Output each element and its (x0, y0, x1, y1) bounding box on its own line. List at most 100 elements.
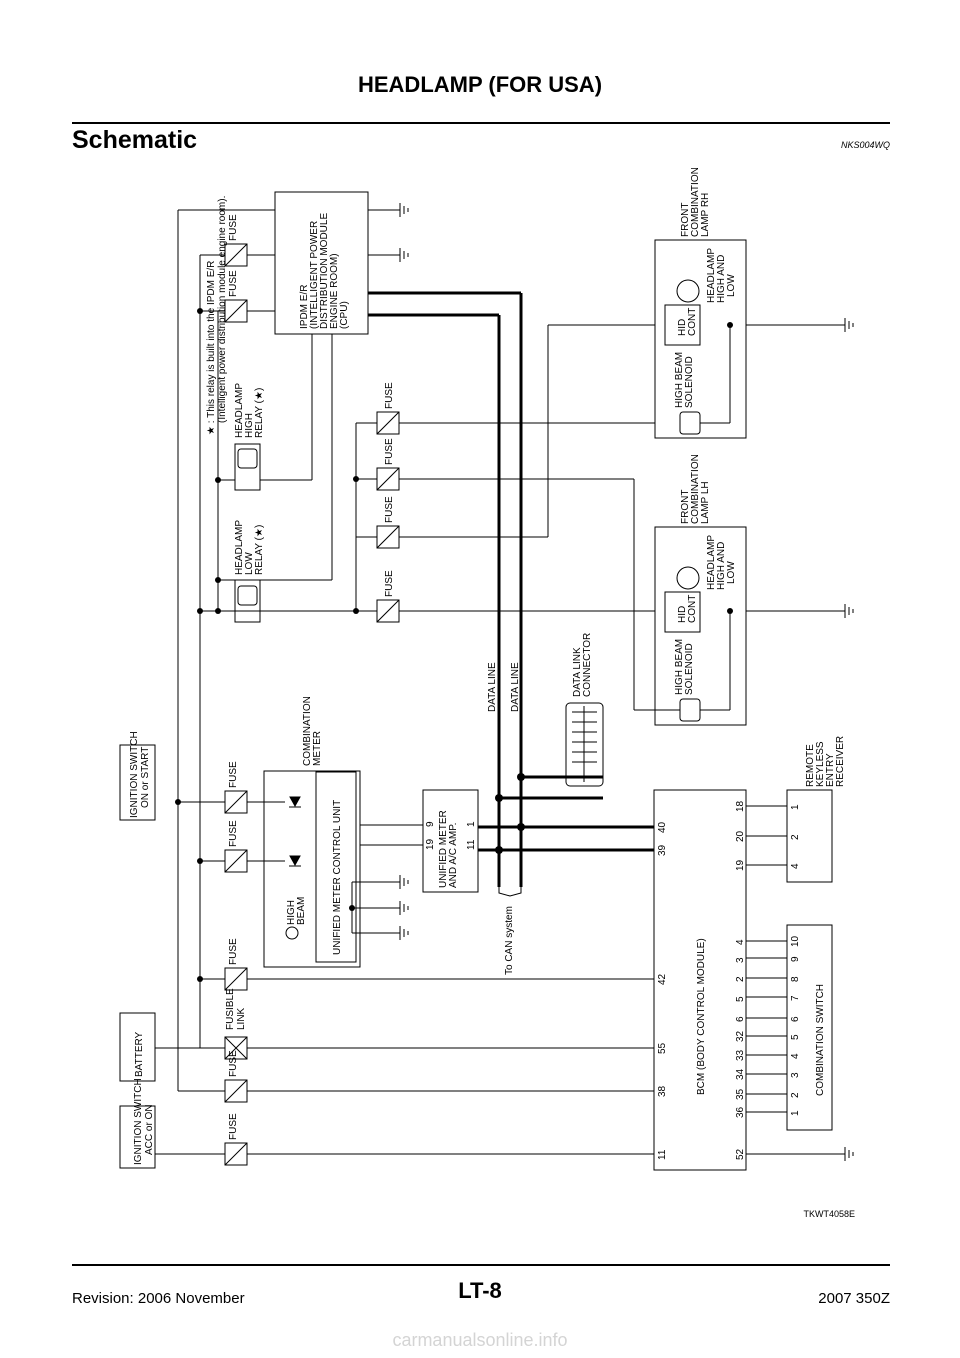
fuse-label: FUSE (384, 382, 395, 409)
svg-text:CONT: CONT (687, 595, 698, 623)
fuse-label: FUSE (228, 761, 239, 788)
svg-text:10: 10 (790, 935, 801, 947)
lamp-components (237, 279, 701, 940)
svg-text:11: 11 (466, 839, 477, 850)
svg-text:LAMP LH: LAMP LH (700, 481, 711, 524)
data-link-connector (565, 702, 604, 787)
bcm-label: BCM (BODY CONTROL MODULE) (696, 938, 707, 1095)
svg-text:DISTRIBUTION MODULE: DISTRIBUTION MODULE (319, 213, 330, 329)
svg-text:RECEIVER: RECEIVER (835, 736, 846, 787)
svg-text:REMOTE: REMOTE (805, 744, 816, 787)
svg-text:HIGH BEAM: HIGH BEAM (674, 352, 685, 408)
svg-text:LOW: LOW (726, 561, 737, 584)
svg-text:(Intelligent power distributio: (Intelligent power distribution module e… (217, 196, 228, 423)
svg-text:5: 5 (790, 1034, 801, 1040)
bcm-pin-numbers-right: 52 36 35 34 33 32 6 5 2 3 4 19 20 18 (735, 800, 746, 1160)
svg-text:LOW: LOW (244, 552, 255, 575)
power-wires (155, 209, 845, 1155)
model-text: 2007 350Z (818, 1290, 890, 1307)
svg-text:3: 3 (735, 957, 746, 963)
fuse-label: FUSE (384, 438, 395, 465)
can-system-label: To CAN system (504, 906, 515, 975)
svg-text:DATA LINK: DATA LINK (572, 647, 583, 697)
svg-text:HEADLAMP: HEADLAMP (234, 383, 245, 438)
fuse-label: FUSE (228, 1113, 239, 1140)
svg-text:IGNITION SWITCH: IGNITION SWITCH (129, 731, 140, 818)
meter-diodes (264, 796, 301, 867)
svg-text:19: 19 (425, 838, 436, 850)
svg-text:METER: METER (312, 731, 323, 766)
svg-text:HID: HID (677, 606, 688, 623)
fuse-label: FUSE (384, 570, 395, 597)
svg-text:4: 4 (790, 1053, 801, 1059)
svg-text:1: 1 (466, 821, 477, 827)
svg-text:HIGH AND: HIGH AND (716, 542, 727, 590)
svg-text:2: 2 (735, 976, 746, 982)
ipdm-box (274, 191, 369, 335)
svg-text:LINK: LINK (236, 1007, 247, 1030)
svg-text:34: 34 (735, 1068, 746, 1080)
svg-text:(INTELLIGENT POWER: (INTELLIGENT POWER (309, 221, 320, 329)
svg-text:33: 33 (735, 1049, 746, 1061)
document-code: NKS004WQ (840, 140, 890, 150)
svg-text:HIGH: HIGH (286, 900, 297, 925)
svg-text:3: 3 (790, 1072, 801, 1078)
header-rule (72, 122, 890, 124)
svg-text:CONNECTOR: CONNECTOR (582, 633, 593, 697)
svg-text:40: 40 (657, 821, 668, 833)
data-lines (368, 291, 654, 887)
data-line-label: DATA LINE (510, 662, 521, 712)
svg-text:35: 35 (735, 1088, 746, 1100)
section-title: Schematic (72, 126, 198, 154)
svg-text:IPDM E/R: IPDM E/R (299, 285, 310, 329)
svg-text:FUSIBLE: FUSIBLE (225, 988, 236, 1030)
svg-text:FRONT: FRONT (680, 203, 691, 237)
svg-text:ENGINE ROOM): ENGINE ROOM) (329, 253, 340, 329)
svg-text:20: 20 (735, 830, 746, 842)
svg-text:HIGH: HIGH (244, 413, 255, 438)
svg-text:COMBINATION: COMBINATION (690, 167, 701, 237)
svg-text:19: 19 (735, 859, 746, 871)
bcm-box (653, 789, 747, 1171)
svg-text:AND A/C AMP.: AND A/C AMP. (448, 823, 459, 888)
meter-control-unit-label: UNIFIED METER CONTROL UNIT (332, 800, 343, 955)
svg-text:UNIFIED METER: UNIFIED METER (438, 810, 449, 888)
low-relay-box (234, 579, 261, 623)
svg-text:6: 6 (790, 1016, 801, 1022)
combination-switch-label: COMBINATION SWITCH (815, 984, 826, 1096)
diagram-code: TKWT4058E (803, 1209, 855, 1219)
svg-text:RELAY (★): RELAY (★) (254, 525, 265, 575)
data-line-label: DATA LINE (487, 662, 498, 712)
svg-text:55: 55 (657, 1042, 668, 1054)
svg-text:LAMP RH: LAMP RH (700, 193, 711, 237)
svg-text:11: 11 (657, 1149, 668, 1160)
can-brace (498, 887, 522, 897)
svg-text:SOLENOID: SOLENOID (684, 643, 695, 695)
svg-text:4: 4 (735, 939, 746, 945)
svg-text:SOLENOID: SOLENOID (684, 356, 695, 408)
svg-text:8: 8 (790, 976, 801, 982)
svg-text:9: 9 (790, 956, 801, 962)
svg-text:52: 52 (735, 1148, 746, 1160)
svg-text:42: 42 (657, 973, 668, 985)
meter-pin-numbers: 9 19 1 11 (425, 821, 477, 850)
ign-acc-box (119, 1105, 156, 1169)
fuse-label: FUSE (228, 270, 239, 297)
svg-text:7: 7 (790, 995, 801, 1001)
svg-text:ON or START: ON or START (140, 747, 151, 808)
combination-switch-box (786, 924, 833, 1131)
svg-text:CONT: CONT (687, 308, 698, 336)
fuse-label: FUSE (228, 1050, 239, 1077)
svg-text:32: 32 (735, 1030, 746, 1042)
battery-box (119, 1012, 156, 1082)
svg-text:HIGH BEAM: HIGH BEAM (674, 639, 685, 695)
